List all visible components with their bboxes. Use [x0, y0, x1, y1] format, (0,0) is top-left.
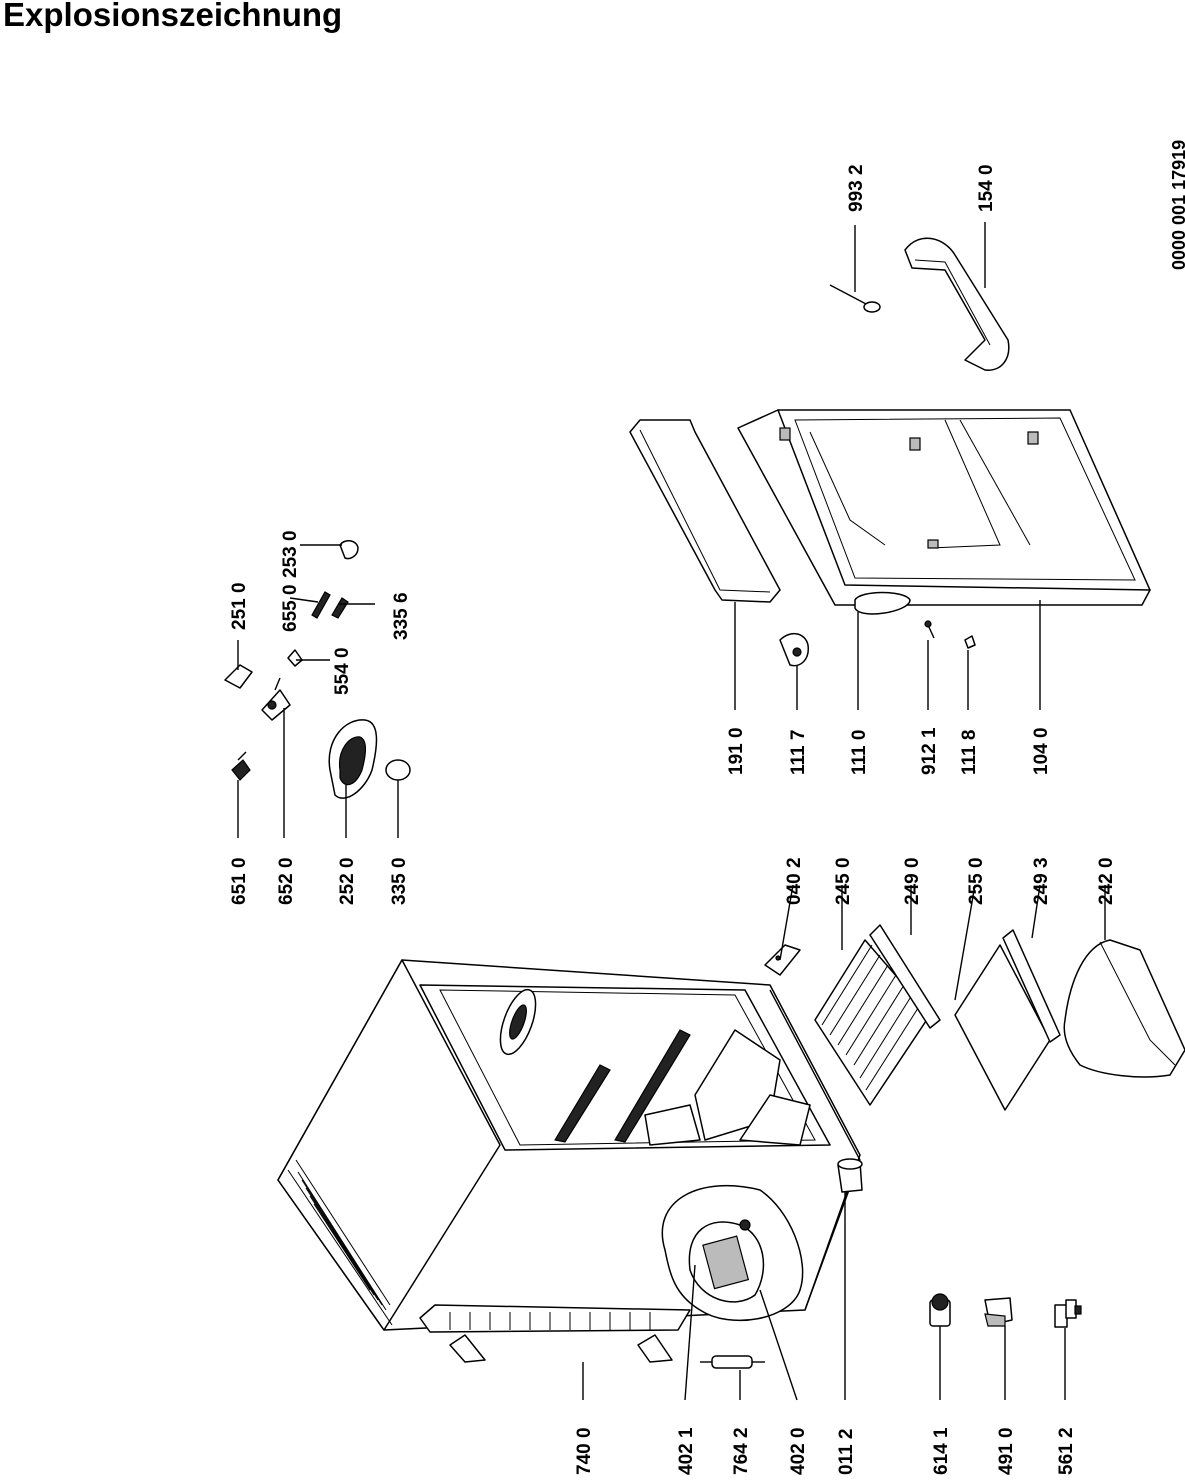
label-651-0: 651 0: [229, 857, 250, 905]
knob-335-0: [385, 759, 411, 781]
foot-011-2: [837, 1158, 863, 1193]
lamp-554-0: [287, 649, 303, 667]
lamp-socket-651-0: [231, 751, 251, 781]
label-491-0: 491 0: [996, 1427, 1017, 1475]
bulb-335-6: [331, 597, 349, 619]
label-335-6: 335 6: [391, 592, 412, 640]
label-655-0: 655 0: [280, 584, 301, 632]
shelf-trim-249-0: [869, 924, 941, 1029]
hinge-cap-111-7: [779, 633, 809, 667]
label-111-7: 111 7: [788, 730, 809, 775]
label-249-3: 249 3: [1031, 857, 1052, 905]
label-245-0: 245 0: [833, 857, 854, 905]
label-191-0: 191 0: [726, 727, 747, 775]
hinge-bracket-040-2: [764, 944, 801, 976]
screw-993-2: [829, 284, 881, 313]
leader-lines: [237, 222, 1106, 1401]
label-253-0: 253 0: [280, 530, 301, 578]
crisper-drawer-242-0: [1063, 939, 1185, 1078]
page-title: Explosionszeichnung: [3, 0, 343, 33]
label-255-0: 255 0: [966, 857, 987, 905]
compressor-402-0: [661, 1184, 804, 1322]
label-912-1: 912 1: [919, 727, 940, 775]
screw-912-1: [924, 620, 935, 639]
wire-shelf-245-0: [814, 939, 931, 1106]
label-251-0: 251 0: [229, 582, 250, 630]
relay-614-1: [929, 1293, 951, 1327]
door-handle-154-0: [904, 237, 1010, 371]
document-number: 0000 001 17919: [1169, 140, 1185, 270]
cable-clip-561-2: [1054, 1299, 1082, 1328]
label-740-0: 740 0: [574, 1427, 595, 1475]
label-111-8: 111 8: [959, 730, 980, 775]
label-249-0: 249 0: [902, 857, 923, 905]
door-gasket-191-0: [629, 419, 781, 603]
switch-655-0: [311, 591, 331, 619]
label-104-0: 104 0: [1031, 727, 1052, 775]
overload-protector-491-0: [984, 1297, 1013, 1327]
label-040-2: 040 2: [784, 857, 805, 905]
label-652-0: 652 0: [276, 857, 297, 905]
thermostat-652-0: [261, 677, 291, 721]
label-554-0: 554 0: [332, 647, 353, 695]
knob-cap-253-0: [339, 540, 359, 560]
label-561-2: 561 2: [1056, 1427, 1077, 1475]
glass-shelf-255-0: [954, 944, 1051, 1111]
label-252-0: 252 0: [337, 857, 358, 905]
filter-drier-764-2: [700, 1355, 765, 1369]
lamp-cover-251-0: [224, 664, 253, 689]
label-764-2: 764 2: [731, 1427, 752, 1475]
plug-111-8: [964, 635, 976, 649]
label-011-2: 011 2: [836, 1429, 857, 1476]
label-111-0: 111 0: [849, 730, 870, 775]
shelf-trim-249-3: [1002, 929, 1061, 1043]
condenser-740-0: [419, 1304, 691, 1363]
label-993-2: 993 2: [846, 164, 867, 212]
hinge-cover-111-0: [854, 591, 911, 615]
label-402-0: 402 0: [788, 1427, 809, 1475]
label-242-0: 242 0: [1096, 857, 1117, 905]
part-labels: 651 0 652 0 252 0 335 0 251 0 655 0 554 …: [229, 164, 1117, 1475]
label-154-0: 154 0: [976, 164, 997, 212]
label-614-1: 614 1: [931, 1427, 952, 1475]
door-104-0: [737, 409, 1151, 606]
control-housing-252-0: [328, 719, 378, 799]
label-402-1: 402 1: [676, 1427, 697, 1475]
label-335-0: 335 0: [389, 857, 410, 905]
